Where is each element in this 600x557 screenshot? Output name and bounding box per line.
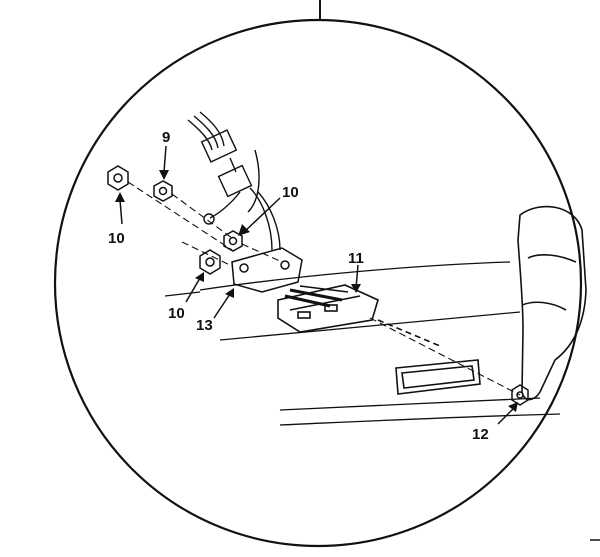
mounting-bracket <box>231 247 349 308</box>
callout-10-upper: 10 <box>282 184 299 201</box>
hex-nuts <box>107 165 529 406</box>
callout-10-lower: 10 <box>168 305 185 322</box>
callout-12: 12 <box>472 426 489 443</box>
callout-10-left: 10 <box>108 230 125 247</box>
bumper-bracket <box>517 205 587 401</box>
mounting-panel <box>164 261 561 426</box>
detail-view-frame <box>53 0 600 548</box>
callout-9: 9 <box>162 129 170 146</box>
wiring-harness <box>187 111 281 251</box>
lamp-lens <box>377 319 481 395</box>
callout-11: 11 <box>348 250 364 267</box>
alignment-lines <box>127 181 521 396</box>
lamp-housing <box>277 284 379 333</box>
callout-arrows <box>115 145 518 425</box>
callout-13: 13 <box>196 317 213 334</box>
